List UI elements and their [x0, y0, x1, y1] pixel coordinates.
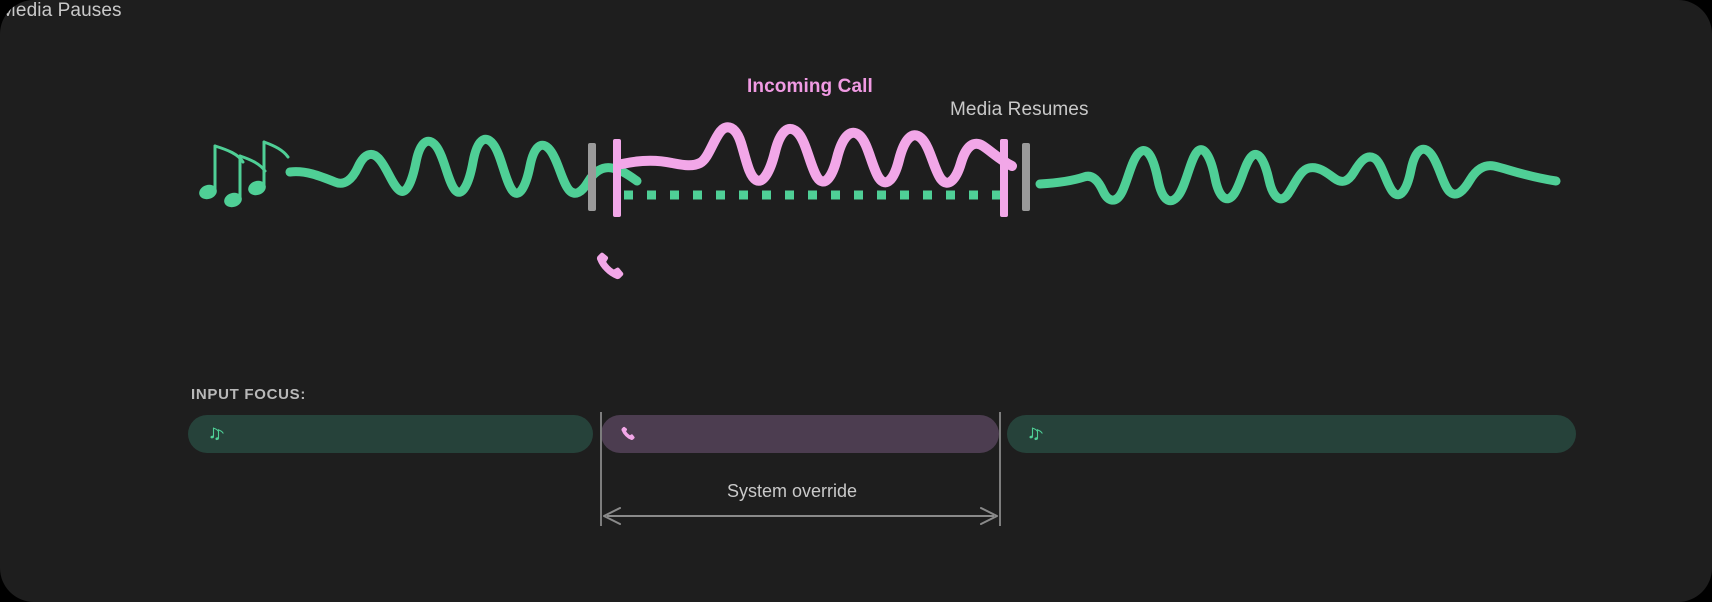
resume-marker-pink: [1000, 139, 1008, 217]
focus-bar-media-after[interactable]: [1007, 415, 1576, 453]
focus-bar-call[interactable]: [601, 415, 999, 453]
label-incoming-call: Incoming Call: [747, 76, 873, 97]
label-media-resumes: Media Resumes: [950, 99, 1089, 120]
override-arrowhead-left: [603, 507, 621, 525]
phone-handset-icon: [619, 424, 639, 444]
system-override-label: System override: [727, 481, 858, 501]
pause-marker-pink: [613, 139, 621, 217]
pause-marker-gray: [588, 143, 596, 211]
media-waveform-right: [1035, 144, 1561, 206]
timeline-stage: Media Pauses Incoming Call Media Resumes: [0, 0, 1561, 280]
waveform-graphic: [199, 122, 1561, 217]
music-notes-icon: [206, 424, 226, 444]
phone-handset-icon: [596, 252, 624, 280]
focus-bar-media-before[interactable]: [188, 415, 593, 453]
call-waveform: [617, 122, 1017, 188]
input-focus-title: INPUT FOCUS:: [191, 386, 307, 403]
media-waveform-left: [285, 135, 642, 198]
input-focus-bars: [188, 415, 1576, 453]
label-media-pauses: Media Pauses: [0, 0, 122, 21]
music-notes-icon: [199, 140, 290, 208]
music-notes-icon: [1025, 424, 1045, 444]
override-arrowhead-right: [980, 507, 998, 525]
system-override-measure: [600, 412, 1001, 526]
resume-marker-gray: [1022, 143, 1030, 211]
